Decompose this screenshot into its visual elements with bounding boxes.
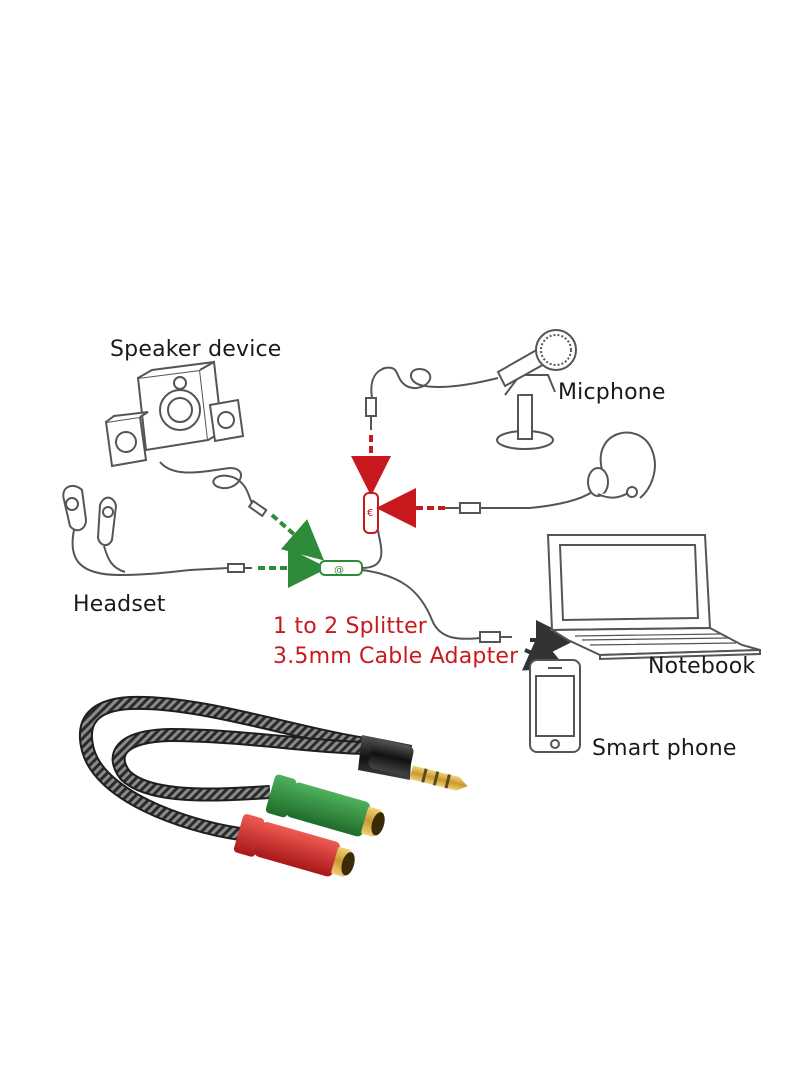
svg-text:@: @ [334, 565, 344, 576]
splitter-cable-icon [78, 695, 468, 877]
speaker-icon [104, 360, 268, 518]
earphones-icon [62, 484, 252, 577]
splitter-red-icon: € [363, 492, 379, 534]
smartphone-icon [529, 659, 581, 753]
label-smart-phone: Smart phone [592, 736, 737, 761]
label-headset: Headset [73, 592, 166, 617]
microphone-icon [365, 329, 577, 450]
label-notebook: Notebook [648, 654, 756, 679]
label-speaker-device: Speaker device [110, 337, 282, 362]
svg-text:€: € [367, 508, 373, 519]
label-splitter-line1: 1 to 2 Splitter [273, 614, 428, 639]
headset-icon [440, 431, 656, 514]
label-splitter-line2: 3.5mm Cable Adapter [273, 644, 519, 669]
splitter-icon: @ [319, 529, 481, 640]
label-microphone: Micphone [558, 380, 666, 405]
laptop-icon [546, 534, 761, 661]
arrow-speaker-to-splitter [270, 513, 325, 561]
splitter-plug-icon [479, 631, 512, 643]
